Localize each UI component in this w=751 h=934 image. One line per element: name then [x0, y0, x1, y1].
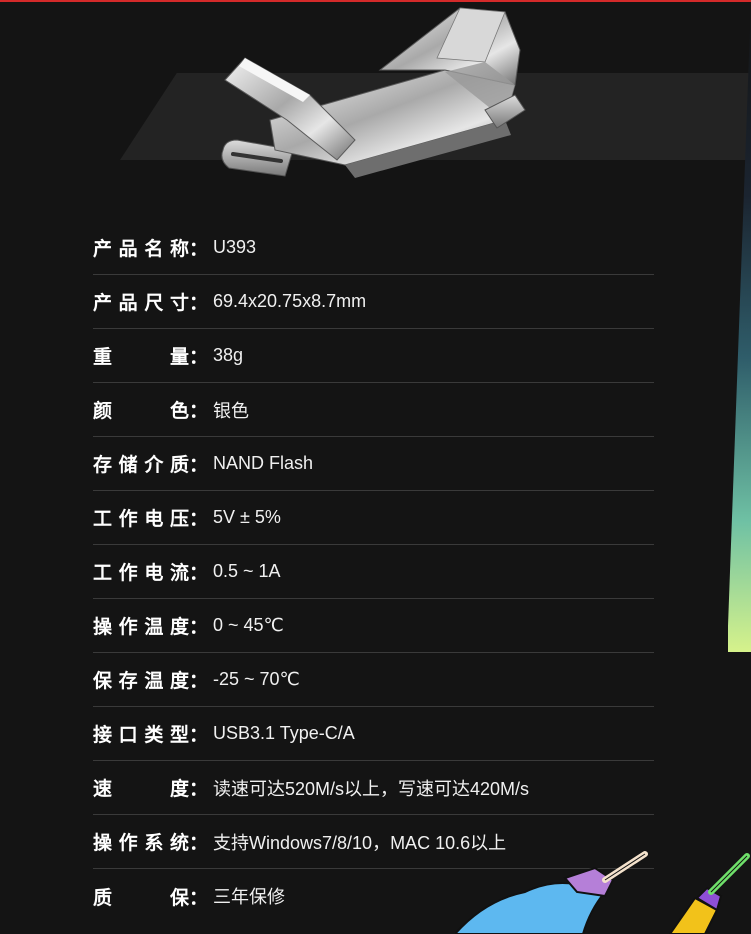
- spec-row: 工作电流：0.5 ~ 1A: [93, 545, 654, 599]
- spec-label: 质保: [93, 887, 189, 909]
- spec-colon: ：: [189, 887, 209, 909]
- spec-colon: ：: [189, 725, 209, 746]
- spec-row: 速度：读速可达520M/s以上，写速可达420M/s: [93, 761, 654, 815]
- spec-label: 操作温度: [93, 617, 189, 638]
- spec-value: 69.4x20.75x8.7mm: [213, 291, 367, 311]
- spec-label: 存储介质: [93, 455, 189, 476]
- spec-label: 接口类型: [93, 725, 189, 746]
- spec-label: 工作电压: [93, 509, 189, 530]
- spec-label: 颜色: [93, 401, 189, 422]
- spec-value: 支持Windows7/8/10，MAC 10.6以上: [213, 832, 507, 853]
- spec-colon: ：: [189, 779, 209, 800]
- spec-value: 0 ~ 45℃: [213, 615, 284, 635]
- spec-colon: ：: [189, 833, 209, 854]
- spec-row: 颜色：银色: [93, 383, 654, 437]
- spec-table: 产品名称：U393 产品尺寸：69.4x20.75x8.7mm 重量：38g 颜…: [93, 221, 654, 923]
- top-accent-line: [0, 0, 751, 2]
- spec-label: 产品名称: [93, 239, 189, 260]
- spec-value: U393: [213, 237, 257, 257]
- spec-label: 重量: [93, 347, 189, 368]
- spec-label: 产品尺寸: [93, 293, 189, 314]
- spec-label: 速度: [93, 779, 189, 800]
- spec-row: 产品尺寸：69.4x20.75x8.7mm: [93, 275, 654, 329]
- spec-colon: ：: [189, 563, 209, 584]
- spec-row: 存储介质：NAND Flash: [93, 437, 654, 491]
- spec-value: 5V ± 5%: [213, 507, 281, 527]
- paint-brush-decoration: [455, 851, 750, 934]
- spec-colon: ：: [189, 239, 209, 260]
- spec-value: 三年保修: [213, 887, 285, 907]
- spec-colon: ：: [189, 509, 209, 530]
- spec-row: 重量：38g: [93, 329, 654, 383]
- spec-row: 产品名称：U393: [93, 221, 654, 275]
- spec-row: 质保：三年保修: [93, 869, 654, 923]
- usb-drive-image: [221, 7, 526, 178]
- spec-value: -25 ~ 70℃: [213, 669, 300, 689]
- spec-label: 操作系统: [93, 833, 189, 854]
- spec-row: 操作系统：支持Windows7/8/10，MAC 10.6以上: [93, 815, 654, 869]
- spec-colon: ：: [189, 455, 209, 476]
- spec-label: 保存温度: [93, 671, 189, 692]
- spec-value: USB3.1 Type-C/A: [213, 723, 355, 743]
- spec-row: 操作温度：0 ~ 45℃: [93, 599, 654, 653]
- spec-colon: ：: [189, 293, 209, 314]
- spec-value: 38g: [213, 345, 244, 365]
- spec-value: NAND Flash: [213, 453, 314, 473]
- spec-value: 银色: [213, 400, 249, 421]
- spec-colon: ：: [189, 401, 209, 422]
- spec-colon: ：: [189, 617, 209, 638]
- spec-row: 接口类型：USB3.1 Type-C/A: [93, 707, 654, 761]
- spec-colon: ：: [189, 347, 209, 368]
- spec-colon: ：: [189, 671, 209, 692]
- spec-row: 保存温度：-25 ~ 70℃: [93, 653, 654, 707]
- spec-value: 0.5 ~ 1A: [213, 561, 281, 581]
- spec-label: 工作电流: [93, 563, 189, 584]
- spec-value: 读速可达520M/s以上，写速可达420M/s: [213, 778, 530, 799]
- spec-row: 工作电压：5V ± 5%: [93, 491, 654, 545]
